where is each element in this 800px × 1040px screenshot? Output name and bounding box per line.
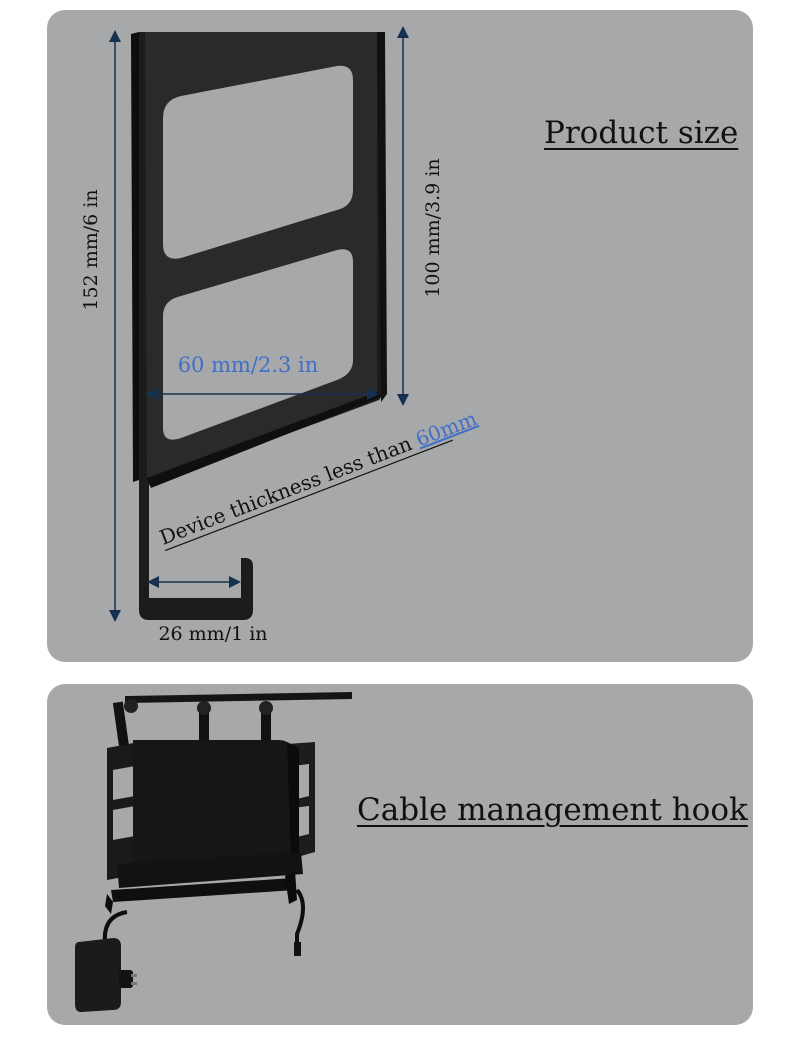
product-size-panel: 152 mm/6 in 100 mm/3.9 in 60 mm/2.3 in 2…: [47, 10, 753, 662]
thickness-label-value: 60mm: [412, 406, 480, 451]
product-size-title: Product size: [544, 115, 739, 151]
width-label: 60 mm/2.3 in: [178, 353, 319, 377]
height-label: 152 mm/6 in: [80, 189, 102, 310]
antenna-middle: [199, 704, 209, 760]
cable-hook-panel: Cable management hook: [47, 684, 753, 1025]
cable-hook-title: Cable management hook: [357, 792, 748, 828]
holder-diagram: 152 mm/6 in 100 mm/3.9 in 60 mm/2.3 in 2…: [80, 26, 480, 645]
antenna-right: [261, 704, 271, 760]
cable-hook-bar: [111, 878, 295, 902]
dc-plug: [294, 942, 301, 956]
holder-shelf: [117, 852, 303, 888]
power-cable: [102, 888, 305, 946]
router-illustration: [75, 692, 352, 1012]
power-adapter: [75, 938, 137, 1012]
hook-width-label: 26 mm/1 in: [158, 623, 267, 645]
router-body: [133, 740, 291, 870]
slot-label: 100 mm/3.9 in: [422, 158, 444, 297]
cutout-upper: [163, 65, 353, 259]
